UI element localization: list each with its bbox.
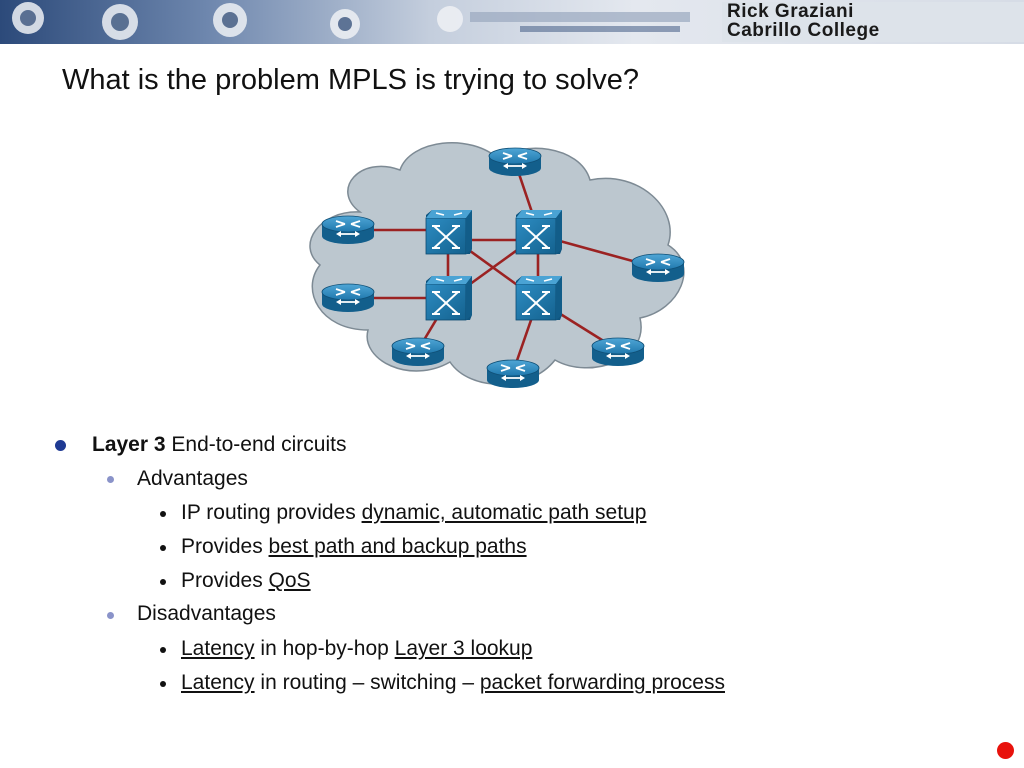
edge-router-top xyxy=(488,147,542,177)
edge-router-bottom-left xyxy=(391,337,445,367)
author-name: Rick Graziani xyxy=(727,1,854,22)
bullet-ip-routing-underlined: dynamic, automatic path setup xyxy=(361,501,647,524)
bullet-layer3-text: End-to-end circuits xyxy=(165,433,347,456)
bullet-latency-lookup-text: in hop-by-hop xyxy=(254,637,395,660)
bullet-latency-forwarding-text: in routing – switching – xyxy=(254,671,480,694)
banner-decoration xyxy=(12,2,690,40)
bullet-level3 xyxy=(160,579,166,585)
core-switch-upper-left xyxy=(425,209,473,255)
bullet-level1 xyxy=(55,440,66,451)
bullet-latency-forwarding: Latency in routing – switching – packet … xyxy=(181,671,725,695)
slide-marker-dot xyxy=(997,742,1014,759)
core-switch-lower-left xyxy=(425,275,473,321)
bullet-latency-underlined: Latency xyxy=(181,671,255,694)
core-switch-upper-right xyxy=(515,209,563,255)
bullet-best-path: Provides best path and backup paths xyxy=(181,535,527,559)
bullet-disadvantages: Disadvantages xyxy=(137,602,276,625)
bullet-level2 xyxy=(107,476,114,483)
bullet-qos-text: Provides xyxy=(181,569,269,592)
bullet-layer3: Layer 3 End-to-end circuits xyxy=(92,433,346,457)
banner-text-box xyxy=(722,2,1024,42)
bullet-ip-routing: IP routing provides dynamic, automatic p… xyxy=(181,501,646,525)
edge-router-right xyxy=(631,253,685,283)
bullet-qos: Provides QoS xyxy=(181,569,311,593)
bullet-level3 xyxy=(160,647,166,653)
bullet-level3 xyxy=(160,681,166,687)
bullet-advantages: Advantages xyxy=(137,467,248,490)
core-switch-lower-right xyxy=(515,275,563,321)
bullet-packet-forwarding-underlined: packet forwarding process xyxy=(479,671,725,694)
bullet-latency-lookup: Latency in hop-by-hop Layer 3 lookup xyxy=(181,637,532,661)
bullet-best-path-text: Provides xyxy=(181,535,269,558)
network-cloud-diagram xyxy=(309,141,685,389)
bullet-level3 xyxy=(160,511,166,517)
bullet-latency-underlined: Latency xyxy=(181,637,255,660)
edge-router-left-upper xyxy=(321,215,375,245)
edge-router-bottom-right xyxy=(591,337,645,367)
bullet-layer3-bold: Layer 3 xyxy=(92,433,166,456)
slide-title: What is the problem MPLS is trying to so… xyxy=(62,64,640,96)
institution-name: Cabrillo College xyxy=(727,20,880,41)
bullet-best-path-underlined: best path and backup paths xyxy=(268,535,527,558)
bullet-level2 xyxy=(107,612,114,619)
header-banner: Rick Graziani Cabrillo College xyxy=(0,0,1024,44)
bullet-qos-underlined: QoS xyxy=(268,569,311,592)
bullet-layer3-lookup-underlined: Layer 3 lookup xyxy=(394,637,533,660)
edge-router-left-lower xyxy=(321,283,375,313)
bullet-level3 xyxy=(160,545,166,551)
bullet-ip-routing-text: IP routing provides xyxy=(181,501,362,524)
edge-router-bottom xyxy=(486,359,540,389)
